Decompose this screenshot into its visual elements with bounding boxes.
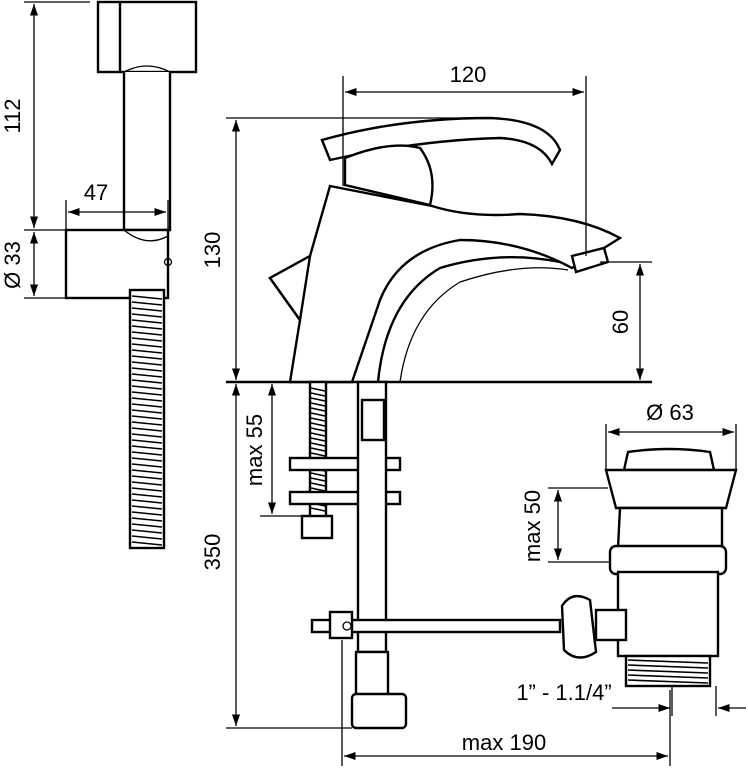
dim-label-130: 130 [200, 232, 225, 269]
dim-hose-length: 350 [200, 384, 352, 729]
dim-waste-thread: 1” - 1.1/4” [516, 680, 746, 716]
dim-label-47: 47 [84, 180, 108, 205]
dim-label-d33: Ø 33 [0, 241, 25, 289]
pop-up-waste [560, 447, 738, 688]
waste-body [616, 570, 720, 658]
tap-body [268, 184, 623, 384]
waste-plug [622, 447, 716, 472]
dim-spout-reach: 120 [342, 62, 587, 256]
dim-label-max55: max 55 [242, 414, 267, 486]
hand-shower [64, 0, 198, 550]
dim-holder-diameter: Ø 33 [0, 232, 66, 299]
pull-rod [310, 618, 562, 634]
rod-connector [560, 594, 598, 659]
dim-waste-diameter: Ø 63 [605, 400, 737, 470]
mixer-tap [226, 116, 652, 384]
dim-label-max190: max 190 [462, 730, 546, 755]
shower-hose [128, 288, 166, 550]
dim-rod-length: max 190 [341, 640, 671, 766]
tap-side-knob [268, 253, 312, 324]
hand-shower-handle [122, 72, 172, 232]
dim-spout-height: 60 [600, 261, 652, 380]
under-deck-assembly [288, 380, 562, 730]
dim-deck-thickness: max 55 [242, 384, 310, 517]
dim-label-60: 60 [608, 310, 633, 334]
dim-label-d63: Ø 63 [646, 400, 694, 425]
dim-tap-height: 130 [200, 117, 490, 380]
stud-nut [300, 514, 334, 540]
dim-label-350: 350 [200, 534, 225, 571]
waste-nut [608, 544, 728, 576]
dim-handshower-height: 112 [0, 1, 90, 231]
waste-flange [604, 468, 738, 510]
dim-label-thread: 1” - 1.1/4” [516, 680, 611, 705]
hand-shower-head [96, 0, 198, 74]
dim-label-112: 112 [0, 98, 25, 133]
tap-lever [320, 116, 562, 167]
dim-label-120: 120 [450, 62, 487, 87]
dim-handshower-width: 47 [65, 180, 169, 230]
dim-label-max50: max 50 [520, 490, 545, 562]
pipe-nut [350, 692, 408, 730]
pipe-connector [354, 650, 390, 698]
dim-waste-lift: max 50 [520, 487, 610, 563]
